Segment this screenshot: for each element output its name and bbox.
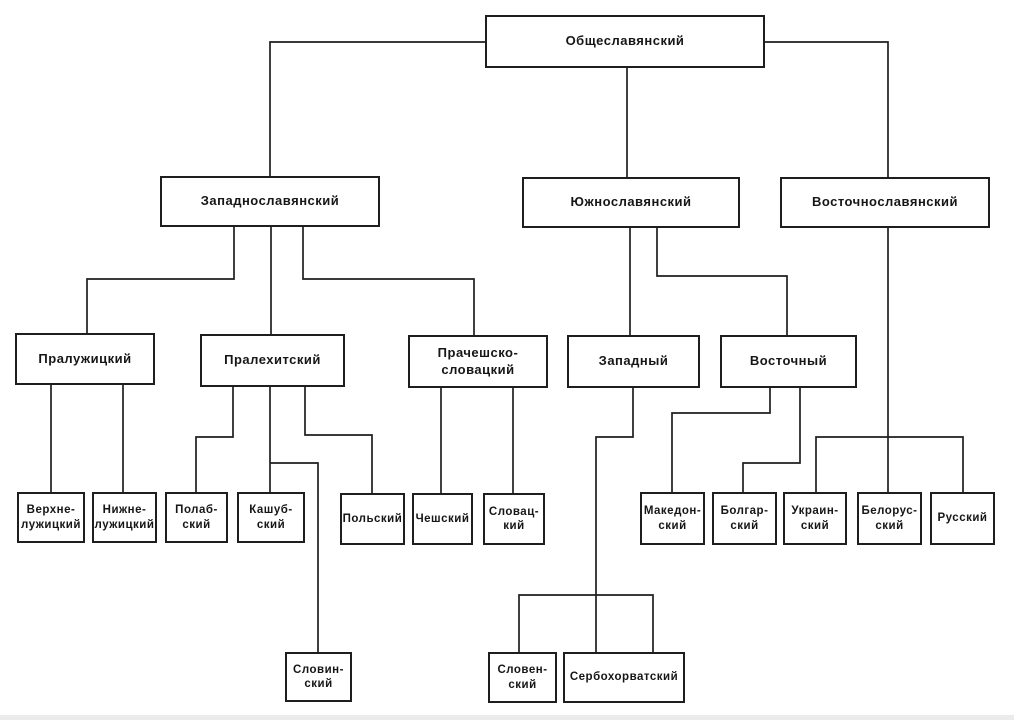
node-russian: Русский <box>930 492 995 545</box>
node-east-slavic: Восточнославянский <box>780 177 990 228</box>
edge-eastern-macedonian <box>671 388 771 492</box>
node-slovenian: Словен- ский <box>488 652 557 703</box>
node-kashubian: Кашуб- ский <box>237 492 305 543</box>
node-south-slavic: Южнославянский <box>522 177 740 228</box>
node-eastern: Восточный <box>720 335 857 388</box>
edge-pralechitic-polabian <box>195 387 234 492</box>
node-belarusian: Белорус- ский <box>857 492 922 545</box>
scan-artifact-strip <box>0 715 1014 720</box>
edge-common-slavic-west-slavic <box>269 41 485 176</box>
node-bulgarian: Болгар- ский <box>712 492 777 545</box>
edge-south-slavic-eastern <box>656 228 788 335</box>
node-lower-sorbian: Нижне- лужицкий <box>92 492 157 543</box>
node-polish: Польский <box>340 493 405 545</box>
node-macedonian: Македон- ский <box>640 492 705 545</box>
node-pralusatian: Пралужицкий <box>15 333 155 385</box>
node-upper-sorbian: Верхне- лужицкий <box>17 492 85 543</box>
edge-eastern-bulgarian <box>742 388 801 492</box>
node-common-slavic: Общеславянский <box>485 15 765 68</box>
node-slovincian: Словин- ский <box>285 652 352 702</box>
node-czech: Чешский <box>412 493 473 545</box>
node-western: Западный <box>567 335 700 388</box>
edge-western-slovenian-serbo-tee <box>518 594 654 652</box>
edge-kashubian-slovincian <box>270 462 319 652</box>
edge-west-slavic-pralusatian <box>86 227 235 333</box>
edge-pralechitic-polish <box>304 387 373 493</box>
node-serbo-croatian: Сербохорватский <box>563 652 685 703</box>
edge-western-serbo-croatian <box>595 388 634 652</box>
node-polabian: Полаб- ский <box>165 492 228 543</box>
node-ukrainian: Украин- ский <box>783 492 847 545</box>
node-slovak: Словац- кий <box>483 493 545 545</box>
edge-east-slavic-ukrainian-russian-tee <box>815 436 964 492</box>
node-pralechitic: Пралехитский <box>200 334 345 387</box>
node-praczech-slovak: Прачешско- словацкий <box>408 335 548 388</box>
edge-west-slavic-praczech-slovak <box>302 227 475 335</box>
node-west-slavic: Западнославянский <box>160 176 380 227</box>
edge-common-slavic-east-slavic <box>765 41 889 177</box>
